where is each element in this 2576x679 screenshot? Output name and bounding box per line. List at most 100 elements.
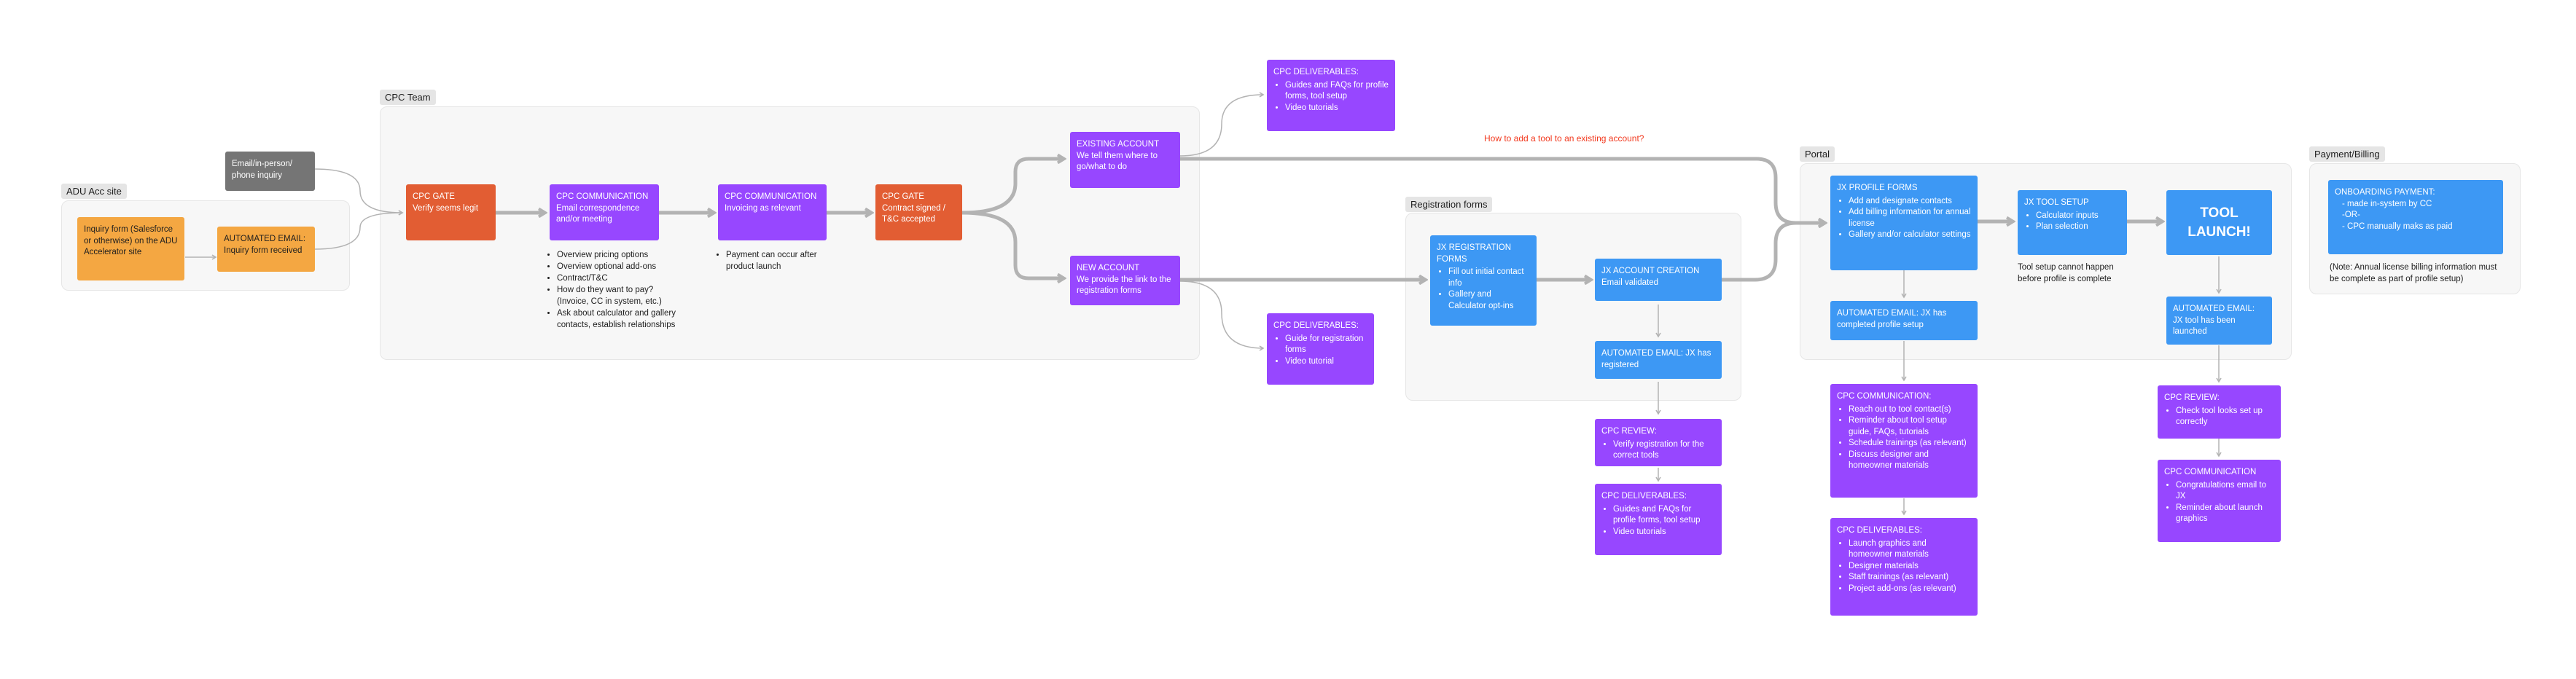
jx-account-creation-card: JX ACCOUNT CREATION Email validated bbox=[1595, 259, 1722, 301]
email-inquiry-text: Email/in-person/ phone inquiry bbox=[232, 160, 293, 180]
cpc-communication-invoicing-card: CPC COMMUNICATION Invoicing as relevant bbox=[718, 184, 827, 240]
deliverable-item: Launch graphics and homeowner materials bbox=[1849, 538, 1971, 561]
cpc-gate-verify-title: CPC GATE bbox=[413, 192, 455, 201]
existing-account-text: We tell them where to go/what to do bbox=[1077, 151, 1158, 172]
cpc-review-registration-card: CPC REVIEW: Verify registration for the … bbox=[1595, 419, 1722, 466]
jx-tool-setup-card: JX TOOL SETUP Calculator inputs Plan sel… bbox=[2018, 190, 2127, 255]
existing-account-card: EXISTING ACCOUNT We tell them where to g… bbox=[1070, 132, 1180, 188]
cpc-deliverables-launch-title: CPC DELIVERABLES: bbox=[1837, 526, 1922, 535]
tool-setup-item: Calculator inputs bbox=[2036, 211, 2120, 222]
cpc-communication-invoicing-title: CPC COMMUNICATION bbox=[725, 192, 817, 201]
automated-email-profile-card: AUTOMATED EMAIL: JX has completed profil… bbox=[1830, 301, 1978, 340]
deliverable-item: Designer materials bbox=[1849, 561, 1971, 573]
cpc-gate-contract-card: CPC GATE Contract signed / T&C accepted bbox=[875, 184, 962, 240]
billing-note: (Note: Annual license billing informatio… bbox=[2330, 263, 2497, 283]
deliverable-item: Guide for registration forms bbox=[1285, 334, 1367, 356]
onboarding-payment-title: ONBOARDING PAYMENT: bbox=[2335, 188, 2435, 197]
deliverable-item: Staff trainings (as relevant) bbox=[1849, 572, 1971, 584]
deliverable-item: Guides and FAQs for profile forms, tool … bbox=[1613, 504, 1715, 527]
note-bullet: Payment can occur after product launch bbox=[726, 249, 824, 272]
section-label-adu-site: ADU Acc site bbox=[61, 184, 127, 199]
note-bullet: Ask about calculator and gallery contact… bbox=[557, 307, 676, 331]
tool-launch-card: TOOL LAUNCH! bbox=[2166, 190, 2272, 255]
existing-account-question: How to add a tool to an existing account… bbox=[1484, 133, 1644, 144]
onboarding-payment-line: - CPC manually maks as paid bbox=[2342, 221, 2453, 231]
review-item: Verify registration for the correct tool… bbox=[1613, 439, 1715, 462]
new-account-card: NEW ACCOUNT We provide the link to the r… bbox=[1070, 256, 1180, 305]
cpc-communication-portal-title: CPC COMMUNICATION: bbox=[1837, 392, 1932, 401]
automated-email-registered-text: AUTOMATED EMAIL: JX has registered bbox=[1601, 349, 1712, 369]
onboarding-payment-line: - made in-system by CC bbox=[2342, 199, 2432, 208]
cpc-communication-congrats-title: CPC COMMUNICATION bbox=[2164, 468, 2257, 476]
jx-registration-forms-card: JX REGISTRATION FORMS Fill out initial c… bbox=[1430, 235, 1537, 326]
review-item: Check tool looks set up correctly bbox=[2176, 406, 2274, 428]
note-bullet: Overview pricing options bbox=[557, 249, 676, 261]
cpc-communication-portal-card: CPC COMMUNICATION: Reach out to tool con… bbox=[1830, 384, 1978, 498]
cpc-communication-congrats-card: CPC COMMUNICATION Congratulations email … bbox=[2158, 460, 2281, 542]
profile-item: Add billing information for annual licen… bbox=[1849, 207, 1971, 229]
cpc-deliverables-registration-card: CPC DELIVERABLES: Guide for registration… bbox=[1267, 313, 1374, 385]
communication-item: Schedule trainings (as relevant) bbox=[1849, 438, 1971, 450]
existing-account-title: EXISTING ACCOUNT bbox=[1077, 140, 1160, 149]
deliverable-item: Video tutorial bbox=[1285, 356, 1367, 368]
registration-item: Gallery and Calculator opt-ins bbox=[1448, 289, 1530, 312]
cpc-gate-verify-text: Verify seems legit bbox=[413, 203, 479, 213]
automated-email-inquiry-text: AUTOMATED EMAIL: Inquiry form received bbox=[224, 235, 306, 255]
section-label-payment-billing: Payment/Billing bbox=[2309, 146, 2385, 162]
deliverable-item: Video tutorials bbox=[1285, 103, 1389, 114]
invoicing-notes: Payment can occur after product launch bbox=[714, 249, 824, 272]
cpc-review-tools-title: CPC REVIEW: bbox=[2164, 393, 2220, 402]
cpc-deliverables-tool-setup-title: CPC DELIVERABLES: bbox=[1601, 492, 1687, 501]
inquiry-form-card: Inquiry form (Salesforce or otherwise) o… bbox=[77, 217, 184, 280]
section-label-registration-forms: Registration forms bbox=[1405, 197, 1493, 212]
automated-email-profile-text: AUTOMATED EMAIL: JX has completed profil… bbox=[1837, 309, 1947, 329]
cpc-communication-email-text: Email correspondence and/or meeting bbox=[556, 203, 640, 224]
communication-item: Reach out to tool contact(s) bbox=[1849, 404, 1971, 416]
onboarding-payment-card: ONBOARDING PAYMENT: - made in-system by … bbox=[2328, 180, 2503, 254]
profile-item: Add and designate contacts bbox=[1849, 196, 1971, 208]
email-inquiry-card: Email/in-person/ phone inquiry bbox=[225, 152, 315, 191]
congrats-item: Congratulations email to JX bbox=[2176, 480, 2274, 503]
cpc-communication-email-card: CPC COMMUNICATION Email correspondence a… bbox=[550, 184, 659, 240]
tool-launch-text: TOOL LAUNCH! bbox=[2187, 205, 2251, 240]
automated-email-launched-card: AUTOMATED EMAIL: JX tool has been launch… bbox=[2166, 297, 2272, 345]
jx-profile-forms-card: JX PROFILE FORMS Add and designate conta… bbox=[1830, 176, 1978, 270]
deliverable-item: Project add-ons (as relevant) bbox=[1849, 584, 1971, 595]
note-bullet: Contract/T&C bbox=[557, 272, 676, 284]
new-account-text: We provide the link to the registration … bbox=[1077, 275, 1171, 296]
inquiry-form-text: Inquiry form (Salesforce or otherwise) o… bbox=[84, 225, 178, 256]
profile-item: Gallery and/or calculator settings bbox=[1849, 229, 1971, 241]
cpc-gate-verify-card: CPC GATE Verify seems legit bbox=[406, 184, 496, 240]
communication-item: Reminder about tool setup guide, FAQs, t… bbox=[1849, 415, 1971, 438]
cpc-deliverables-profile-card: CPC DELIVERABLES: Guides and FAQs for pr… bbox=[1267, 60, 1395, 131]
automated-email-inquiry-card: AUTOMATED EMAIL: Inquiry form received bbox=[217, 227, 315, 272]
cpc-deliverables-tool-setup-card: CPC DELIVERABLES: Guides and FAQs for pr… bbox=[1595, 484, 1722, 555]
cpc-communication-overview-notes: Overview pricing options Overview option… bbox=[545, 249, 676, 331]
onboarding-payment-line: -OR- bbox=[2342, 211, 2360, 219]
section-label-cpc-team: CPC Team bbox=[380, 90, 436, 105]
automated-email-registered-card: AUTOMATED EMAIL: JX has registered bbox=[1595, 341, 1722, 379]
jx-profile-forms-title: JX PROFILE FORMS bbox=[1837, 184, 1918, 192]
deliverable-item: Video tutorials bbox=[1613, 527, 1715, 538]
cpc-deliverables-profile-title: CPC DELIVERABLES: bbox=[1273, 68, 1359, 76]
registration-item: Fill out initial contact info bbox=[1448, 267, 1530, 289]
jx-account-creation-title: JX ACCOUNT CREATION bbox=[1601, 267, 1700, 275]
cpc-deliverables-launch-card: CPC DELIVERABLES: Launch graphics and ho… bbox=[1830, 518, 1978, 616]
jx-account-creation-text: Email validated bbox=[1601, 278, 1658, 287]
tool-setup-item: Plan selection bbox=[2036, 221, 2120, 233]
cpc-communication-email-title: CPC COMMUNICATION bbox=[556, 192, 649, 201]
jx-tool-setup-title: JX TOOL SETUP bbox=[2024, 198, 2089, 207]
deliverable-item: Guides and FAQs for profile forms, tool … bbox=[1285, 80, 1389, 103]
automated-email-launched-text: AUTOMATED EMAIL: JX tool has been launch… bbox=[2173, 305, 2255, 336]
tool-setup-note: Tool setup cannot happen before profile … bbox=[2018, 263, 2114, 283]
cpc-review-tools-card: CPC REVIEW: Check tool looks set up corr… bbox=[2158, 385, 2281, 439]
section-label-portal: Portal bbox=[1800, 146, 1835, 162]
new-account-title: NEW ACCOUNT bbox=[1077, 264, 1140, 272]
cpc-gate-contract-text: Contract signed / T&C accepted bbox=[882, 203, 945, 224]
jx-registration-forms-title: JX REGISTRATION FORMS bbox=[1437, 243, 1512, 264]
cpc-deliverables-registration-title: CPC DELIVERABLES: bbox=[1273, 321, 1359, 330]
cpc-gate-contract-title: CPC GATE bbox=[882, 192, 924, 201]
cpc-review-registration-title: CPC REVIEW: bbox=[1601, 427, 1657, 436]
cpc-communication-invoicing-text: Invoicing as relevant bbox=[725, 203, 801, 213]
